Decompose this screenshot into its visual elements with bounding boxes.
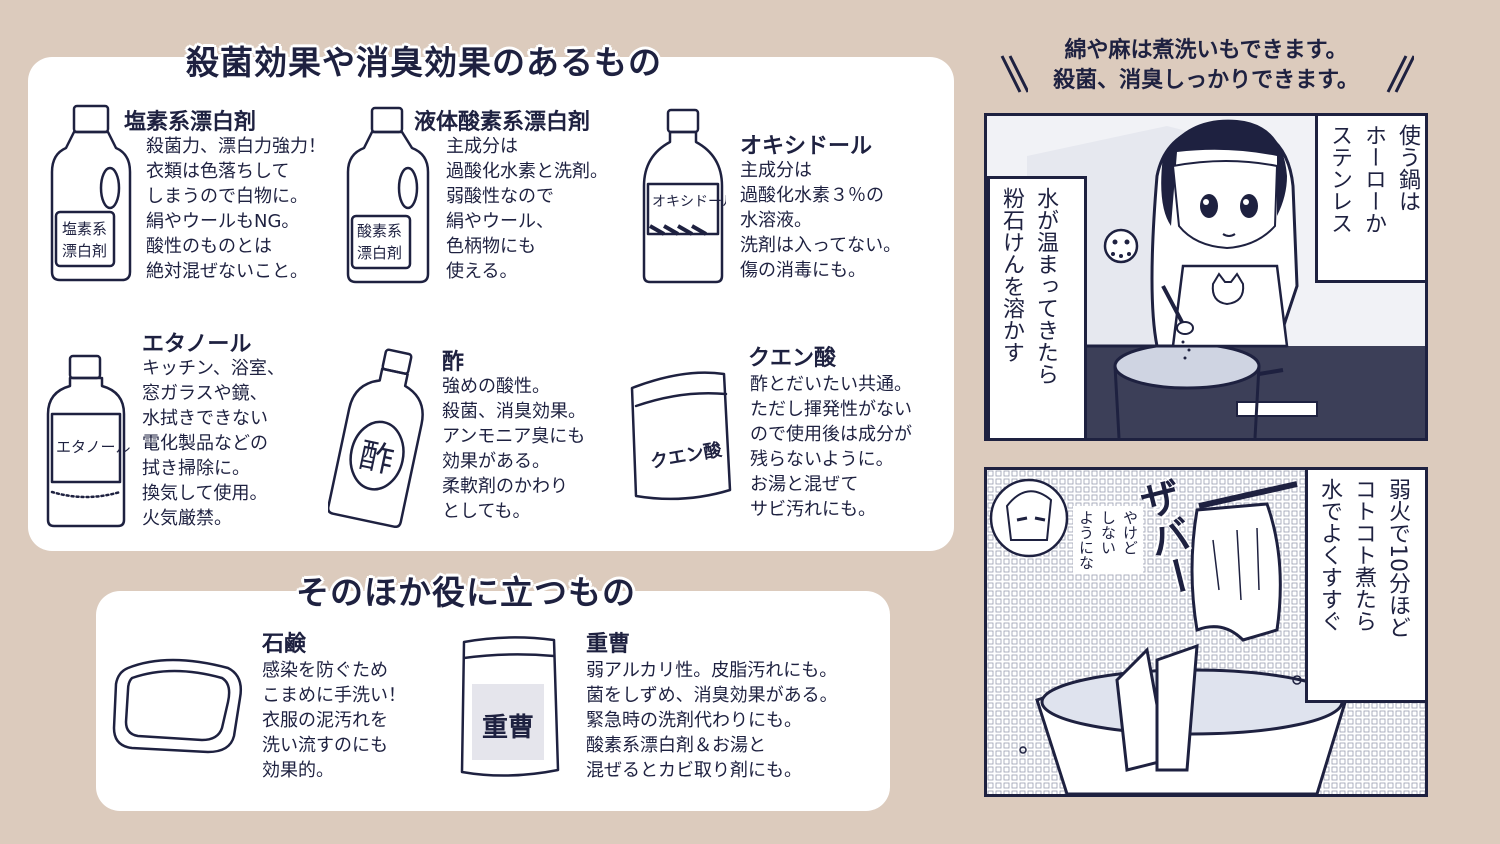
soap-bar-icon bbox=[112, 658, 242, 754]
item-citric-acid-desc: 酢とだいたい共通。 ただし揮発性がない ので使用後は成分が 残らないように。 お… bbox=[750, 374, 912, 520]
vinegar-bottle-icon: 酢 bbox=[328, 348, 424, 528]
section1-title: 殺菌効果や消臭効果のあるもの bbox=[186, 43, 662, 82]
item-chlorine-bleach-name: 塩素系漂白剤 bbox=[124, 110, 257, 135]
item-ethanol-name: エタノール bbox=[142, 332, 252, 357]
baking-soda-label: 重曹 bbox=[482, 713, 534, 743]
caption-slash-right-icon bbox=[1386, 55, 1414, 93]
item-oxydol-name: オキシドール bbox=[740, 134, 873, 159]
item-oxygen-bleach-name: 液体酸素系漂白剤 bbox=[414, 110, 591, 135]
svg-text:クエン酸: クエン酸 bbox=[649, 438, 725, 472]
panel1-narration-box-1: 使う鍋は ホーローか ステンレス bbox=[1315, 116, 1425, 283]
item-citric-acid-name: クエン酸 bbox=[748, 346, 837, 371]
item-oxydol-desc: 主成分は 過酸化水素３％の 水溶液。 洗剤は入ってない。 傷の消毒にも。 bbox=[740, 160, 902, 281]
vinegar-label: 酢 bbox=[356, 435, 398, 481]
section2-title: そのほか役に立つもの bbox=[296, 573, 636, 612]
whisper-text: やけど しない ようにな bbox=[1073, 506, 1143, 574]
caption-slash-left-icon bbox=[1000, 55, 1028, 93]
svg-text:オキシドール: オキシドール bbox=[652, 194, 726, 210]
manga-panel-1: 使う鍋は ホーローか ステンレス 水が温まってきたら 粉石けんを溶かす bbox=[984, 113, 1428, 441]
citric-acid-bag-icon: クエン酸 bbox=[630, 371, 732, 501]
item-baking-soda-name: 重曹 bbox=[586, 632, 631, 657]
oxydol-bottle-icon: オキシドール bbox=[642, 108, 726, 284]
baking-soda-bag-icon: 重曹 bbox=[460, 636, 560, 777]
item-oxygen-bleach-desc: 主成分は 過酸化水素と洗剤。 弱酸性なので 絹やウール、 色柄物にも 使える。 bbox=[446, 136, 608, 282]
oxygen-bleach-bottle-icon: 酸素系 漂白剤 bbox=[346, 106, 430, 284]
item-baking-soda-desc: 弱アルカリ性。皮脂汚れにも。 菌をしずめ、消臭効果がある。 緊急時の洗剤代わりに… bbox=[586, 660, 838, 781]
ethanol-bottle-icon: エタノール bbox=[46, 354, 130, 528]
panel1-narration-box-2: 水が温まってきたら 粉石けんを溶かす bbox=[987, 176, 1087, 438]
bleach-bottle-label-2: 漂白剤 bbox=[62, 242, 107, 260]
bleach-bottle-label-1: 塩素系 bbox=[62, 220, 107, 238]
panel2-narration-box: 弱火で10分ほど コトコト煮たら 水でよくすすぐ bbox=[1305, 470, 1425, 703]
svg-text:酸素系: 酸素系 bbox=[357, 222, 402, 240]
item-vinegar-name: 酢 bbox=[442, 350, 465, 375]
manga-panel-2: 弱火で10分ほど コトコト煮たら 水でよくすすぐ ザバー やけど しない ように… bbox=[984, 467, 1428, 797]
item-soap-name: 石鹸 bbox=[262, 632, 307, 657]
item-vinegar-desc: 強めの酸性。 殺菌、消臭効果。 アンモニア臭にも 効果がある。 柔軟剤のかわり … bbox=[442, 376, 586, 522]
manga-caption: 綿や麻は煮洗いもできます。 殺菌、消臭しっかりできます。 bbox=[1053, 38, 1359, 93]
svg-text:エタノール: エタノール bbox=[56, 438, 130, 456]
item-chlorine-bleach-desc: 殺菌力、漂白力強力！ 衣類は色落ちして しまうので白物に。 絹やウールもNG。 … bbox=[146, 136, 326, 282]
item-soap-desc: 感染を防ぐため こまめに手洗い！ 衣服の泥汚れを 洗い流すのにも 効果的。 bbox=[262, 660, 406, 781]
item-ethanol-desc: キッチン、浴室、 窓ガラスや鏡、 水拭きできない 電化製品などの 拭き掃除に。 … bbox=[142, 358, 285, 529]
svg-text:漂白剤: 漂白剤 bbox=[357, 244, 402, 262]
bleach-bottle-icon: 塩素系 漂白剤 bbox=[50, 104, 132, 282]
section1-panel bbox=[28, 57, 954, 551]
